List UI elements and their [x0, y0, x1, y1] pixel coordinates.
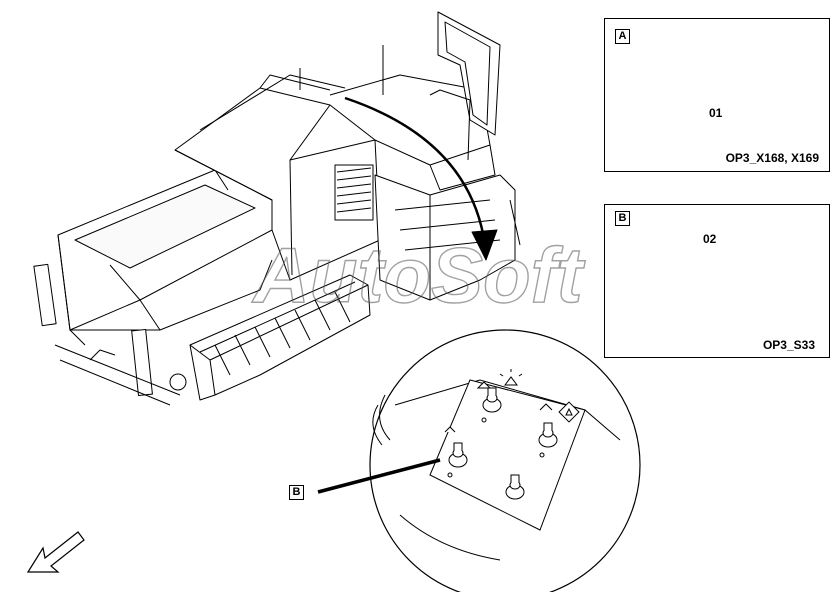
detail-a-tag: A	[615, 29, 630, 44]
switch-2	[538, 422, 558, 448]
hopper	[57, 169, 273, 346]
crawler-track	[189, 274, 371, 401]
switch-4	[505, 474, 525, 500]
magnified-panel	[369, 329, 641, 592]
hazard-triangle-icon	[558, 401, 580, 423]
operator-platform	[299, 11, 501, 191]
detail-b-panel: B 02 OP3_S33	[604, 204, 830, 358]
part-number-01: 01	[709, 106, 723, 120]
detail-a-panel: A 01 OP3_X168, X169	[604, 18, 830, 172]
detail-b-tag: B	[615, 211, 630, 226]
callout-leader	[317, 458, 441, 494]
curved-arrow-head	[471, 229, 498, 261]
curved-arrow	[344, 96, 487, 246]
part-number-02: 02	[703, 232, 717, 246]
watermark: AutoSoft	[251, 231, 585, 319]
warning-light-icon	[499, 369, 523, 386]
callout-b-tag: B	[289, 485, 304, 500]
engine-housing	[174, 74, 381, 281]
switch-1	[482, 387, 502, 413]
direction-arrow-icon	[26, 531, 85, 573]
connector-label-b: OP3_S33	[762, 338, 815, 352]
connector-label-a: OP3_X168, X169	[725, 151, 819, 165]
switch-3-op3-s33	[448, 442, 468, 468]
hopper-cylinders	[33, 263, 187, 406]
chassis	[374, 174, 521, 301]
panel-switches	[444, 369, 580, 500]
